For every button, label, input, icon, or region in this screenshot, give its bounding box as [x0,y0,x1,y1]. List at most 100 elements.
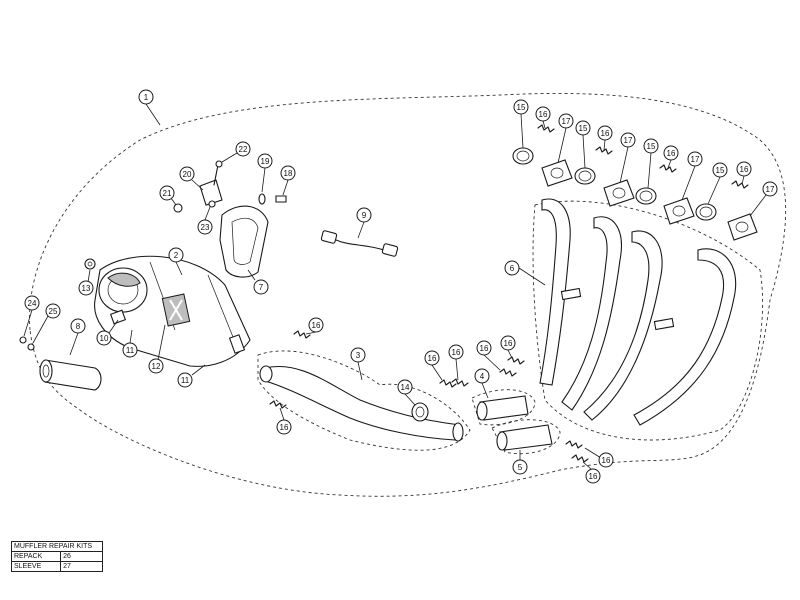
callout-17c: 17 [681,151,703,201]
svg-text:7: 7 [259,283,264,292]
svg-text:4: 4 [480,372,485,381]
svg-text:23: 23 [201,223,210,232]
callout-16k: 16 [584,447,614,468]
callout-16h: 16 [448,344,464,381]
svg-text:11: 11 [181,376,190,385]
callout-16d: 16 [736,161,752,185]
callout-2: 2 [168,247,184,276]
callout-15c: 15 [643,138,659,189]
callout-17b: 17 [619,132,636,184]
svg-text:16: 16 [539,110,548,119]
collector-lower [491,419,561,455]
callout-10: 10 [96,319,119,346]
small-hardware-left [19,258,96,351]
svg-text:12: 12 [152,362,161,371]
callout-14: 14 [397,379,416,406]
callout-15a: 15 [513,99,529,149]
svg-text:11: 11 [126,346,135,355]
svg-text:6: 6 [510,264,515,273]
svg-text:17: 17 [766,185,775,194]
header-pipes [532,198,763,441]
svg-text:8: 8 [76,322,81,331]
callout-22: 22 [221,141,251,163]
callout-1: 1 [138,89,161,126]
muffler [94,255,251,367]
muffler-repair-kits-table: MUFFLER REPAIR KITS REPACK 26 SLEEVE 27 [10,541,103,572]
kit-row: REPACK 26 [10,551,103,562]
svg-text:22: 22 [239,145,248,154]
svg-text:16: 16 [504,339,513,348]
svg-text:16: 16 [312,321,321,330]
callout-16l: 16 [582,461,601,484]
callout-20: 20 [179,166,204,191]
mid-pipe [257,350,471,451]
callout-19: 19 [257,153,273,193]
svg-text:17: 17 [624,136,633,145]
svg-text:16: 16 [480,344,489,353]
svg-text:17: 17 [562,117,571,126]
callout-11a: 11 [122,329,138,358]
callout-16j: 16 [500,335,516,359]
callout-15b: 15 [575,120,591,169]
kit-number: 26 [60,551,103,562]
callout-24: 24 [23,295,40,337]
svg-text:16: 16 [589,472,598,481]
svg-text:16: 16 [602,456,611,465]
svg-text:16: 16 [667,149,676,158]
callout-5: 5 [512,450,528,475]
callout-4: 4 [474,368,490,399]
assembly-boundary [29,93,787,497]
svg-text:10: 10 [100,334,109,343]
svg-text:3: 3 [356,351,361,360]
kit-row: SLEEVE 27 [10,561,103,572]
heat-shield [219,205,269,278]
kit-name: REPACK [10,551,62,562]
svg-text:18: 18 [284,169,293,178]
callout-23: 23 [197,206,213,235]
callout-11b: 11 [177,364,206,388]
callout-16a: 16 [535,106,551,129]
svg-text:19: 19 [261,157,270,166]
callout-8: 8 [69,318,86,356]
callout-12: 12 [148,324,166,374]
svg-text:21: 21 [163,189,172,198]
callout-21: 21 [159,185,177,206]
kit-name: SLEEVE [10,561,62,572]
svg-text:15: 15 [716,166,725,175]
callout-13: 13 [78,269,94,296]
callout-9: 9 [356,207,372,239]
svg-text:24: 24 [28,299,37,308]
callout-18: 18 [280,165,296,196]
kit-number: 27 [60,561,103,572]
svg-text:25: 25 [49,307,58,316]
callout-17d: 17 [749,181,778,217]
end-sleeve [39,359,102,391]
callout-16b: 16 [597,125,613,151]
collector-upper [471,389,536,426]
svg-text:1: 1 [144,93,149,102]
callout-16c: 16 [663,145,679,169]
callout-25: 25 [32,303,61,344]
callout-17a: 17 [557,113,574,164]
sensor-lead [320,230,399,257]
svg-text:16: 16 [601,129,610,138]
bracket-hardware [173,160,287,213]
svg-text:13: 13 [82,284,91,293]
callout-7: 7 [247,269,269,295]
svg-text:16: 16 [280,423,289,432]
svg-text:15: 15 [647,142,656,151]
kit-table-title: MUFFLER REPAIR KITS [11,541,103,552]
callout-16i: 16 [476,340,501,371]
callout-16f: 16 [276,407,292,435]
svg-text:15: 15 [517,103,526,112]
svg-text:16: 16 [452,348,461,357]
svg-text:2: 2 [174,251,179,260]
svg-text:14: 14 [401,383,410,392]
svg-text:9: 9 [362,211,367,220]
svg-text:16: 16 [740,165,749,174]
callout-15d: 15 [707,162,728,205]
svg-text:17: 17 [691,155,700,164]
callout-16g: 16 [424,350,443,381]
